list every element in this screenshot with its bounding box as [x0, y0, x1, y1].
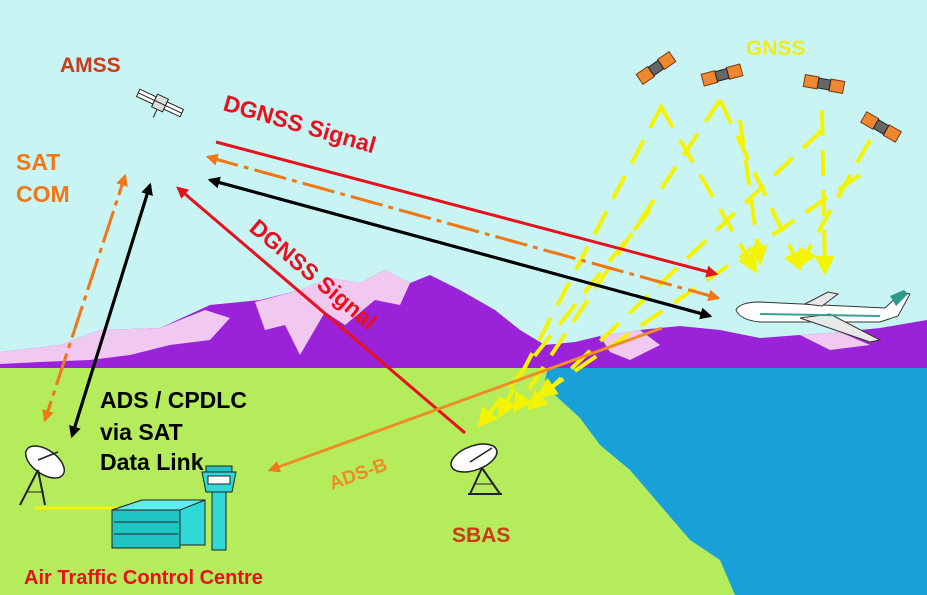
- mountain-snow: [0, 270, 870, 364]
- ads-cpdlc-label-line2: via SAT: [100, 419, 183, 445]
- atc-label: Air Traffic Control Centre: [24, 567, 263, 589]
- aircraft-satcom-link: [205, 153, 721, 302]
- ads-cpdlc-label-line1: ADS / CPDLC: [100, 387, 247, 413]
- gnss-satellite-icon: [635, 50, 903, 143]
- mountain-range: [0, 270, 927, 368]
- atc-dish-antenna-icon: [19, 445, 66, 506]
- satcom-label-line2: COM: [16, 181, 70, 207]
- sbas-label: SBAS: [452, 524, 510, 547]
- aircraft-black-link: [207, 176, 713, 320]
- atc-building-icon: [111, 499, 206, 549]
- sbas-dish-antenna-icon: [450, 443, 502, 495]
- sea: [545, 368, 927, 595]
- amss-satellite-icon: [135, 88, 185, 118]
- satcom-label-line1: SAT: [16, 149, 60, 175]
- gnss-rays: [477, 98, 872, 429]
- gnss-label: GNSS: [746, 37, 806, 60]
- dgnss-sbas-to-amss: [176, 186, 466, 435]
- adsb-link: [267, 326, 663, 473]
- aircraft-icon: [735, 290, 911, 343]
- satcom-link: [42, 173, 128, 423]
- amss-label: AMSS: [60, 54, 121, 77]
- dgnss-amss-to-aircraft: [215, 140, 719, 278]
- control-tower-icon: [201, 465, 237, 551]
- ads-cpdlc-link: [69, 182, 153, 439]
- ads-cpdlc-label-line3: Data Link: [100, 449, 204, 475]
